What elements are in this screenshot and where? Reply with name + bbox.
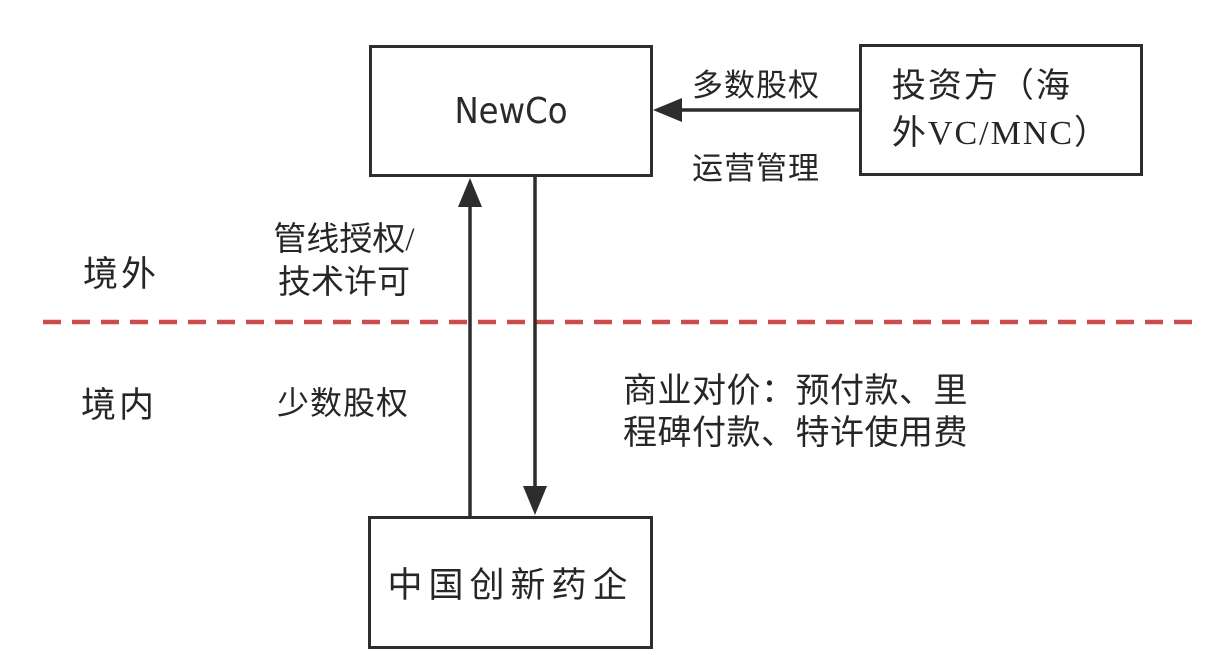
minority-equity-label: 少数股权 bbox=[277, 385, 410, 421]
newco-box: NewCo bbox=[369, 45, 653, 177]
arrow-newco-to-pharma-head bbox=[523, 486, 547, 515]
arrow-investor-to-newco-head bbox=[653, 98, 682, 122]
majority-equity-label: 多数股权 bbox=[692, 68, 820, 103]
investor-box: 投资方（海 外VC/MNC） bbox=[859, 44, 1143, 176]
offshore-region-label: 境外 bbox=[83, 255, 160, 294]
china-pharma-label: 中国创新药企 bbox=[387, 566, 634, 605]
china-pharma-box: 中国创新药企 bbox=[368, 516, 653, 649]
investor-label: 投资方（海 外VC/MNC） bbox=[891, 68, 1111, 152]
newco-label: NewCo bbox=[454, 90, 568, 132]
pipeline-license-label: 管线授权/ 技术许可 bbox=[273, 222, 415, 301]
commercial-consideration-note: 商业对价：预付款、里 程碑付款、特许使用费 bbox=[623, 373, 968, 452]
arrow-pharma-to-newco-head bbox=[458, 178, 482, 207]
onshore-region-label: 境内 bbox=[81, 386, 158, 425]
operations-management-label: 运营管理 bbox=[692, 151, 820, 186]
